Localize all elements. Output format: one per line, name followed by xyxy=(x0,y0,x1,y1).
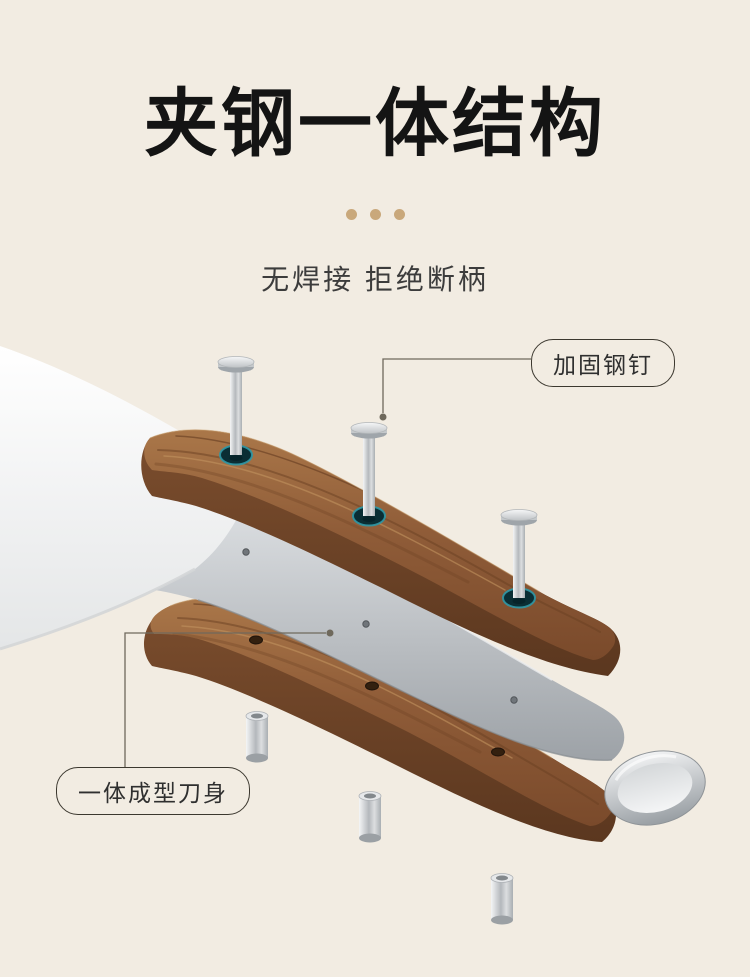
rivet-sleeve xyxy=(245,711,269,763)
leader-lines xyxy=(124,358,531,767)
decorative-dot xyxy=(345,209,357,220)
rivet-pin xyxy=(500,509,538,604)
callout-rivets: 加固钢钉 xyxy=(531,339,675,387)
upper-handle-scale xyxy=(141,429,621,676)
blade xyxy=(0,346,254,651)
leader-dot-rivet xyxy=(379,413,387,421)
decorative-dots xyxy=(0,209,750,220)
leader-dot-blade xyxy=(326,629,334,637)
rivet-sleeve xyxy=(490,873,514,925)
page-title: 夹钢一体结构 xyxy=(144,84,606,166)
decorative-dot xyxy=(369,209,381,220)
rivet-sleeve xyxy=(358,791,382,843)
lower-scale-holes xyxy=(249,635,505,757)
rivet-pin xyxy=(217,356,255,461)
decorative-dot xyxy=(393,209,405,220)
end-cap xyxy=(604,750,706,826)
tang-holes xyxy=(242,548,518,704)
rivet-sleeves xyxy=(245,711,514,925)
leader-line-rivet xyxy=(382,358,531,413)
leader-line-blade xyxy=(124,632,326,767)
rivet-pin xyxy=(350,422,388,522)
rivet-pins xyxy=(217,356,538,604)
page-subtitle: 无焊接 拒绝断柄 xyxy=(261,264,489,295)
callout-blade-body: 一体成型刀身 xyxy=(56,767,250,815)
